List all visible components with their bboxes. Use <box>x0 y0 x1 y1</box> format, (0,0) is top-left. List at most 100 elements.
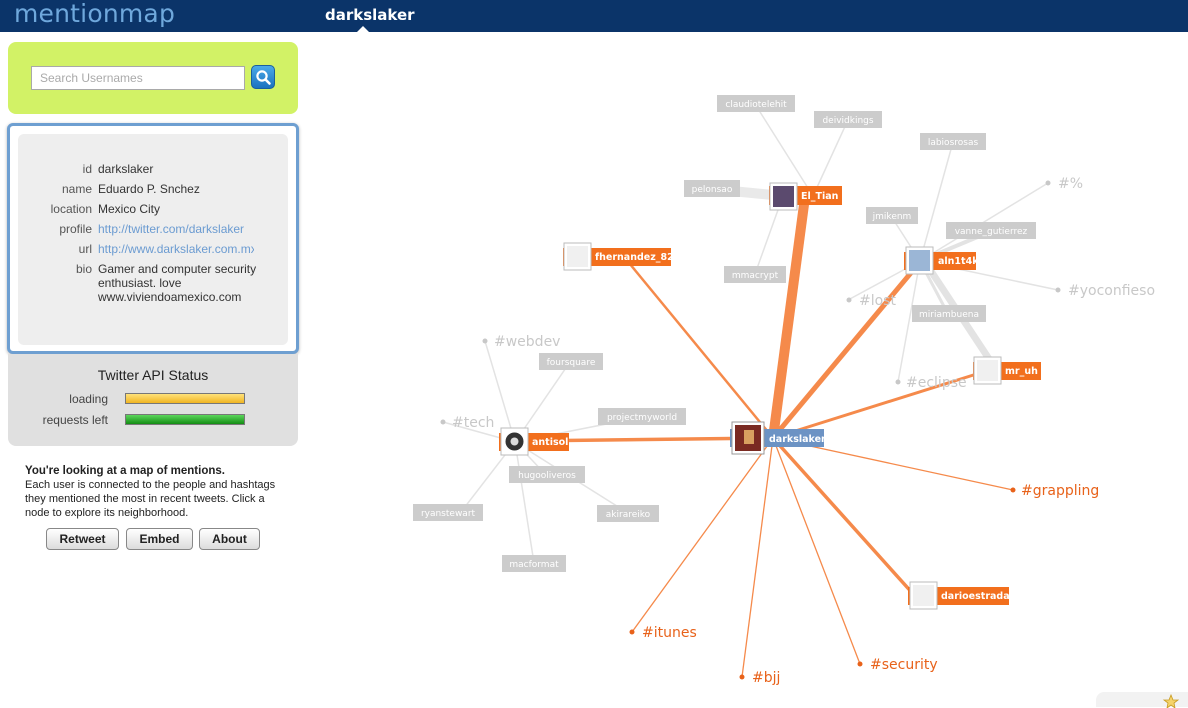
profile-label: url <box>78 242 92 256</box>
corner-badge <box>1096 692 1188 708</box>
label-darioestrada: darioestrada <box>941 591 1010 602</box>
label-tag-eclipse: #eclipse <box>906 375 967 391</box>
label-labiosrosas: labiosrosas <box>928 138 979 148</box>
avatar <box>977 360 998 381</box>
profile-label: profile <box>59 222 92 236</box>
avatar <box>773 186 794 207</box>
node-darioestrada[interactable]: darioestrada <box>908 581 1010 610</box>
label-tag-yoconfieso: #yoconfieso <box>1068 283 1155 299</box>
star-icon <box>1162 694 1180 708</box>
node-mr-uh[interactable]: mr_uh <box>973 356 1041 385</box>
node-miriambuena[interactable]: miriambuena <box>912 305 986 322</box>
profile-details: id darkslaker name Eduardo P. Snchez loc… <box>18 134 288 345</box>
node-macformat[interactable]: macformat <box>502 555 566 572</box>
label-jmikenm: jmikenm <box>872 212 912 222</box>
tag-yoconfieso[interactable]: #yoconfieso <box>1055 283 1156 299</box>
search-input[interactable] <box>31 66 245 90</box>
tag-eclipse[interactable]: #eclipse <box>895 375 967 391</box>
node-fhernandez-82[interactable]: fhernandez_82 <box>563 242 674 271</box>
label-mmacrypt: mmacrypt <box>732 271 779 281</box>
search-button[interactable] <box>251 65 275 89</box>
label-darkslaker: darkslaker <box>769 434 826 445</box>
node-jmikenm[interactable]: jmikenm <box>866 207 918 224</box>
node-mmacrypt[interactable]: mmacrypt <box>724 266 786 283</box>
embed-button[interactable]: Embed <box>126 528 193 550</box>
profile-card: id darkslaker name Eduardo P. Snchez loc… <box>7 123 299 354</box>
tag-percent[interactable]: #% <box>1045 176 1084 192</box>
label-hugooliveros: hugooliveros <box>518 471 576 481</box>
top-bar: mentionmap darkslaker <box>0 0 1188 32</box>
node-labiosrosas[interactable]: labiosrosas <box>920 133 986 150</box>
avatar <box>909 250 930 271</box>
current-user-title: darkslaker <box>325 6 415 24</box>
label-aln1t4k: aln1t4k <box>938 256 979 267</box>
label-tag-bjj: #bjj <box>752 670 780 686</box>
tag-security[interactable]: #security <box>857 657 938 673</box>
info-body: Each user is connected to the people and… <box>25 479 276 519</box>
info-text: You're looking at a map of mentions. Eac… <box>25 464 290 520</box>
profile-bio-value: Gamer and computer security enthusiast. … <box>98 262 257 304</box>
label-tag-tech: #tech <box>452 415 494 431</box>
label-el-tian: El_Tian <box>801 191 839 202</box>
label-tag-webdev: #webdev <box>494 334 560 350</box>
label-macformat: macformat <box>509 560 559 570</box>
node-darkslaker-center[interactable]: darkslaker <box>730 421 826 455</box>
node-el-tian[interactable]: El_Tian <box>769 182 842 211</box>
loading-label: loading <box>69 392 108 406</box>
node-vanne-gutierrez[interactable]: vanne_gutierrez <box>946 222 1036 239</box>
node-projectmyworld[interactable]: projectmyworld <box>598 408 686 425</box>
search-panel <box>8 42 298 114</box>
label-tag-itunes: #itunes <box>642 625 697 641</box>
tag-bjj[interactable]: #bjj <box>739 670 781 686</box>
loading-bar <box>125 393 245 404</box>
about-button[interactable]: About <box>199 528 260 550</box>
label-pelonsao: pelonsao <box>692 185 733 195</box>
app-logo[interactable]: mentionmap <box>14 0 176 28</box>
label-deividkings: deividkings <box>822 116 873 126</box>
api-status-panel: Twitter API Status loading requests left <box>8 354 298 446</box>
orange-user-nodes: El_Tian fhernandez_82 aln1t4k mr_uh anti… <box>499 182 1041 610</box>
profile-label: location <box>50 202 92 216</box>
avatar <box>567 246 588 267</box>
label-ryanstewart: ryanstewart <box>421 509 476 519</box>
tag-grappling[interactable]: #grappling <box>1010 483 1100 499</box>
profile-name-value: Eduardo P. Snchez <box>98 182 200 196</box>
node-ryanstewart[interactable]: ryanstewart <box>413 504 483 521</box>
retweet-button[interactable]: Retweet <box>46 528 119 550</box>
search-icon <box>256 70 271 85</box>
profile-link[interactable]: http://twitter.com/darkslaker <box>98 222 245 236</box>
node-antisol[interactable]: antisol <box>499 427 569 456</box>
node-pelonsao[interactable]: pelonsao <box>684 180 740 197</box>
label-antisol: antisol <box>532 437 568 448</box>
node-claudiotelehit[interactable]: claudiotelehit <box>717 95 795 112</box>
profile-id-value: darkslaker <box>98 162 154 176</box>
url-link[interactable]: http://www.darkslaker.com.mx <box>98 242 254 256</box>
profile-label: name <box>61 182 92 196</box>
avatar <box>913 585 934 606</box>
node-deividkings[interactable]: deividkings <box>814 111 882 128</box>
profile-label: id <box>82 162 92 176</box>
requests-left-label: requests left <box>42 413 108 427</box>
profile-location-value: Mexico City <box>98 202 161 216</box>
requests-left-bar <box>125 414 245 425</box>
node-aln1t4k[interactable]: aln1t4k <box>904 246 979 275</box>
label-akirareiko: akirareiko <box>606 510 651 520</box>
label-tag-lost: #lost <box>859 293 896 309</box>
label-foursquare: foursquare <box>547 358 596 368</box>
tag-lost[interactable]: #lost <box>846 293 897 309</box>
node-hugooliveros[interactable]: hugooliveros <box>509 466 585 483</box>
label-fhernandez-82: fhernandez_82 <box>595 252 674 263</box>
url-link-wrap: http://www.darkslaker.com.mx <box>98 242 254 256</box>
tag-itunes[interactable]: #itunes <box>629 625 697 641</box>
label-miriambuena: miriambuena <box>919 310 979 320</box>
node-akirareiko[interactable]: akirareiko <box>597 505 659 522</box>
tag-tech[interactable]: #tech <box>440 415 495 431</box>
info-title: You're looking at a map of mentions. <box>25 465 225 477</box>
gray-tag-nodes: #% #lost #yoconfieso #eclipse #webdev #t… <box>440 176 1156 431</box>
tag-webdev[interactable]: #webdev <box>482 334 561 350</box>
node-foursquare[interactable]: foursquare <box>539 353 603 370</box>
label-tag-percent: #% <box>1058 176 1083 192</box>
profile-link-wrap: http://twitter.com/darkslaker <box>98 222 254 236</box>
active-caret <box>357 26 369 32</box>
